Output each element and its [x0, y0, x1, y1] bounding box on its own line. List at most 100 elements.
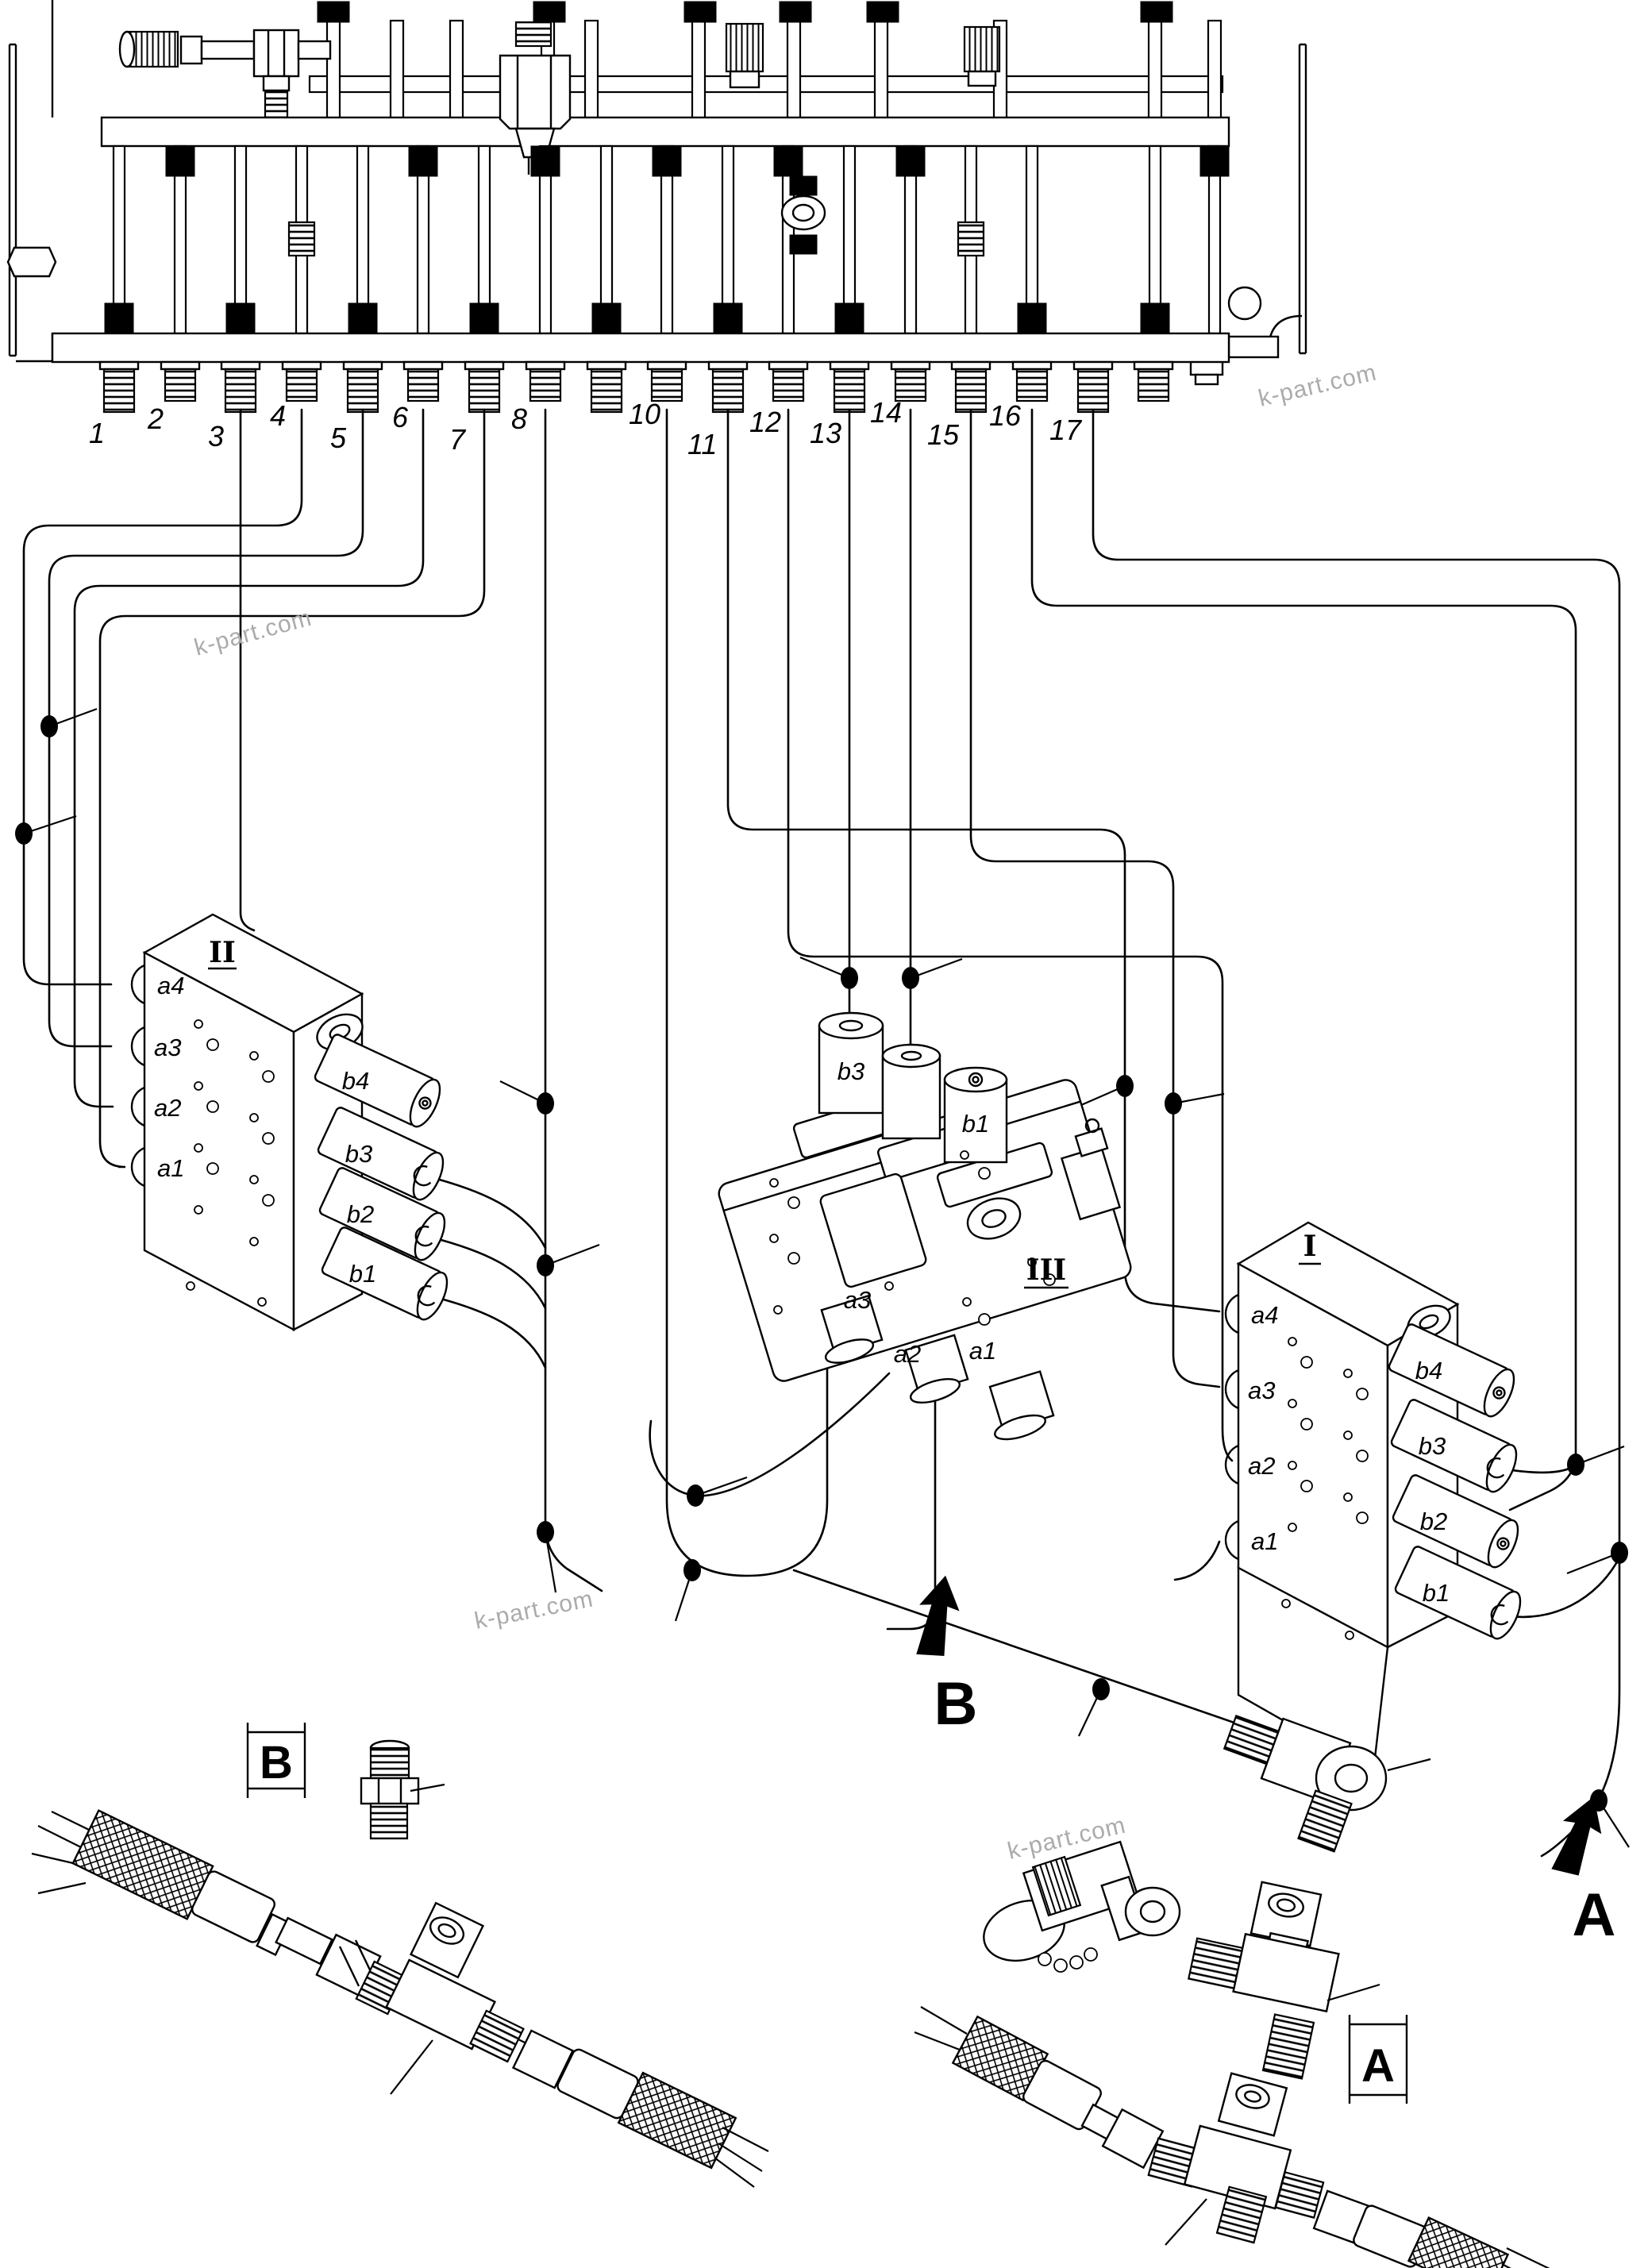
- top-cap-fittings: [317, 1, 1173, 23]
- junction-dot: [687, 1476, 748, 1507]
- connector-number-11: 11: [687, 428, 717, 460]
- coupler-with-cap: [983, 1840, 1181, 1973]
- upper-cross-tube: [308, 75, 1224, 94]
- block3-cyl-b3: [818, 1011, 884, 1115]
- junction-dot: [1165, 1092, 1225, 1115]
- block2-label: II: [209, 936, 236, 969]
- manifold-assembly: [6, 0, 1307, 414]
- block3-label-b1: b1: [962, 1110, 989, 1138]
- block1-port-a1: [1224, 1519, 1239, 1561]
- block1-cyl-b3: [1390, 1399, 1518, 1493]
- junction-dot: [499, 1080, 554, 1115]
- upper-rail: [100, 116, 1230, 148]
- block3-side-valve: [1060, 1118, 1122, 1221]
- junction-dot: [537, 1521, 557, 1593]
- hose-nut: [511, 2029, 575, 2089]
- block2-label-b2: b2: [347, 1200, 374, 1228]
- hose-b1-block1: [1504, 1556, 1621, 1619]
- block1-cyl-b2: [1392, 1474, 1519, 1569]
- connector-number-2: 2: [147, 402, 164, 435]
- hose-nut: [1101, 2108, 1165, 2170]
- block2-label-a1: a1: [157, 1154, 184, 1182]
- connector-number-3: 3: [208, 420, 224, 452]
- connector-number-14: 14: [870, 396, 902, 429]
- valve-block-3: III b3 b1 a3 a2 a1: [718, 1011, 1132, 1441]
- junction-dot: [799, 956, 858, 989]
- block3-eye-fitting: [966, 1197, 1022, 1240]
- block2-port-a4: [130, 964, 145, 1005]
- block1-label-a4: a4: [1251, 1301, 1278, 1329]
- block2-screw-holes: [186, 1019, 275, 1307]
- connector-number-17: 17: [1049, 414, 1083, 446]
- mid-fittings: [287, 175, 985, 257]
- block1-label-b1: b1: [1423, 1579, 1450, 1607]
- watermark: k-part.com: [1256, 360, 1379, 412]
- connector-number-6: 6: [392, 401, 409, 433]
- block1-label-a3: a3: [1248, 1377, 1275, 1404]
- elbow-fitting: [1223, 1714, 1431, 1853]
- rail-fittings-upper: [165, 145, 1230, 177]
- hose-a2-drop: [886, 1389, 937, 1631]
- connector-number-16: 16: [989, 399, 1022, 432]
- hose-network: [15, 408, 1630, 1858]
- hose-11: [726, 408, 1221, 1313]
- junction-dot: [40, 707, 98, 737]
- junction-dot: [15, 814, 77, 845]
- tee-assembly-a: [914, 2006, 1550, 2268]
- connector-number-4: 4: [270, 399, 286, 432]
- valve-block-2: II a4 a3 a2 a1 b4 b3 b2 b1: [130, 913, 449, 1331]
- connector-number-15: 15: [927, 418, 960, 451]
- block3-label-b3: b3: [837, 1057, 864, 1085]
- rail-fittings-lower: [104, 302, 1170, 334]
- block2-label-b1: b1: [349, 1260, 376, 1288]
- block2-label-a3: a3: [154, 1034, 181, 1061]
- hose-15: [969, 408, 1221, 1388]
- junction-dot: [902, 957, 963, 989]
- block3-cyl-b1: [943, 1066, 1008, 1164]
- flow-arrow-a: A: [1546, 1789, 1616, 1949]
- block1-cyl-b4: [1388, 1323, 1515, 1418]
- block2-cyl-b3: [317, 1107, 445, 1201]
- block3-face-opening: [819, 1173, 927, 1288]
- block3-label-a2: a2: [894, 1340, 921, 1368]
- block1-label-b3: b3: [1419, 1432, 1446, 1460]
- watermark: k-part.com: [191, 605, 314, 661]
- nipple-fitting: [360, 1739, 445, 1840]
- junction-dots: [15, 707, 1630, 1848]
- connector-number-7: 7: [449, 423, 467, 456]
- block2-port-a2: [130, 1086, 145, 1127]
- tee-fitting-mid: [1188, 1881, 1380, 2080]
- connector-number-10: 10: [629, 398, 660, 430]
- hose-end-fitting-topleft: [118, 29, 332, 119]
- hose-b1-block2: [430, 1295, 547, 1369]
- block1-label-b4: b4: [1415, 1357, 1442, 1384]
- tee-assembly-b: [31, 1809, 769, 2188]
- connector-number-13: 13: [810, 417, 841, 449]
- junction-dot: [537, 1243, 600, 1276]
- block3-label: III: [1026, 1253, 1067, 1287]
- block1-port-a3: [1224, 1369, 1239, 1410]
- watermark: k-part.com: [472, 1586, 595, 1635]
- junction-dot: [1567, 1445, 1625, 1476]
- flow-arrow-a-label: A: [1573, 1881, 1616, 1949]
- block2-cyl-b4: [314, 1034, 441, 1128]
- block2-label-a4: a4: [157, 972, 184, 999]
- block2-label-b3: b3: [345, 1140, 372, 1168]
- block1-label-a2: a2: [1248, 1452, 1275, 1480]
- hose-5: [48, 408, 364, 1048]
- block3-bottom-stubs: [820, 1294, 1055, 1441]
- block2-cyl-b1: [321, 1226, 449, 1321]
- hose-3: [239, 408, 256, 932]
- block1-cyl-b1: [1394, 1546, 1522, 1640]
- hose-b3-block2: [426, 1175, 547, 1250]
- detail-box-a-label: A: [1361, 2040, 1395, 2092]
- detail-box-b-label: B: [260, 1737, 293, 1789]
- block2-label-b4: b4: [342, 1067, 369, 1095]
- valve-block-1: I a4 a3 a2 a1 b4 b3 b2 b1: [1224, 1221, 1522, 1773]
- upper-pipes: [325, 19, 1223, 121]
- frame-left: [6, 0, 57, 363]
- junction-dot: [1078, 1678, 1110, 1737]
- lower-rail: [51, 332, 1230, 364]
- block2-cyl-b2: [318, 1167, 446, 1261]
